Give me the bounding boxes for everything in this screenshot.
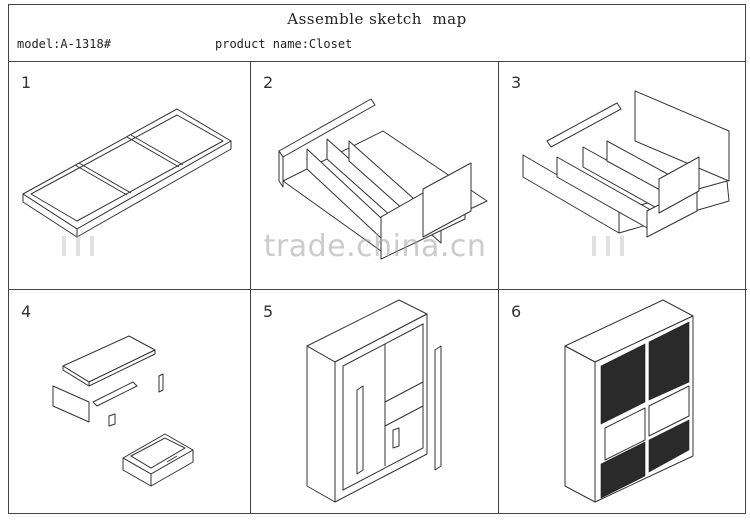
steps-grid: 1 2 [9,61,747,513]
step-5-panel: 5 [251,290,499,513]
product-name-label: product name:Closet [215,37,353,51]
sheet-header: Assemble sketch map model:A-1318# produc… [9,5,745,62]
step-3-illustration [522,90,730,238]
step-number: 4 [21,302,32,321]
page-title: Assemble sketch map [287,10,467,28]
assembly-sheet: Assemble sketch map model:A-1318# produc… [8,4,747,514]
step-number: 5 [263,302,274,321]
step-4-illustration [52,335,194,487]
step-number: 2 [263,73,274,92]
step-number: 6 [511,302,522,321]
step-4-panel: 4 [9,290,251,513]
step-6-illustration [564,299,694,503]
step-3-panel: 3 [499,61,747,290]
step-2-panel: 2 [251,61,499,290]
step-1-panel: 1 [9,61,251,290]
step-1-illustration [22,108,232,238]
step-6-panel: 6 [499,290,747,513]
step-number: 3 [511,73,522,92]
step-5-illustration [306,299,442,503]
step-2-illustration [278,98,488,260]
step-number: 1 [21,73,32,92]
model-label: model:A-1318# [17,37,111,51]
